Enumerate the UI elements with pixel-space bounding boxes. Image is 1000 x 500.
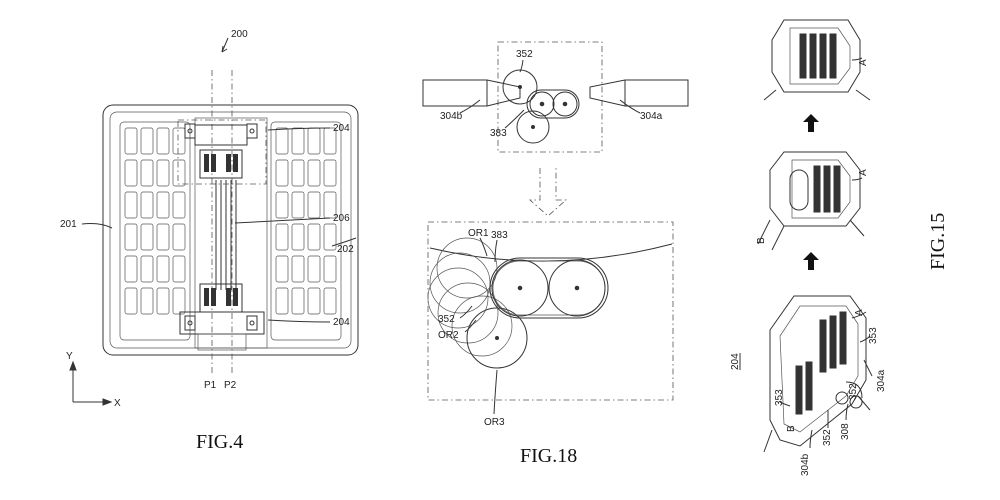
fig18-top-left-arm [422, 79, 521, 107]
fig18-ref-304b: 304b [440, 111, 463, 122]
fig4-axis-x-label: X [114, 398, 121, 409]
fig18-top-circle-352 [502, 69, 538, 105]
fig18-bottom-dashed-box [427, 221, 674, 401]
fig15-ref-a-bottom: A [854, 309, 865, 316]
fig18-bottom-roller-pair [489, 257, 609, 340]
fig4-ref-201: 201 [60, 219, 77, 230]
fig4-drawing [69, 37, 359, 406]
fig15-ref-308: 308 [840, 423, 851, 440]
fig4-axis-indicator [69, 360, 113, 406]
fig15-arrow-bottom [803, 252, 819, 270]
fig4-ref-200: 200 [231, 29, 248, 40]
fig15-drawing [757, 19, 873, 453]
fig4-axis-y-label: Y [66, 351, 73, 362]
fig18-ref-352-top: 352 [516, 49, 533, 60]
fig15-leader-lines [779, 311, 873, 449]
fig4-ref-p1: P1 [204, 380, 217, 391]
fig15-ref-353-right: 353 [868, 327, 879, 344]
fig15-ref-352-right: 352 [848, 383, 859, 400]
fig18-ref-304a: 304a [640, 111, 663, 122]
fig4-leader-lines [81, 37, 357, 323]
fig15-ref-a-top: A [858, 59, 869, 66]
fig18-caption: FIG.18 [520, 445, 577, 467]
fig18-leader-lines [459, 59, 641, 415]
fig18-top-circle-lower [516, 110, 550, 144]
fig18-ref-or2: OR2 [438, 330, 459, 341]
fig15-top-unit [763, 19, 871, 101]
fig18-top-roller-pair [518, 85, 580, 129]
fig15-ref-352-bottom: 352 [822, 429, 833, 446]
fig15-ref-a-mid: A [858, 169, 869, 176]
fig15-ref-353-left: 353 [774, 389, 785, 406]
fig15-ref-b-bottom: B [786, 425, 797, 432]
fig18-orbit-circles [427, 237, 528, 369]
fig18-ref-or1: OR1 [468, 228, 489, 239]
fig15-ref-b-mid: B [756, 237, 767, 244]
fig4-right-cell-grid [270, 121, 342, 341]
fig4-bottom-head [179, 283, 265, 351]
fig18-top-dashed-box [497, 41, 603, 153]
fig18-ref-352-bottom: 352 [438, 314, 455, 325]
fig18-top-right-arm [589, 79, 689, 107]
fig4-ref-204-bottom: 204 [333, 317, 350, 328]
fig4-outer-frame [102, 104, 359, 356]
fig4-ref-p2: P2 [224, 380, 237, 391]
fig18-ref-383-bottom: 383 [491, 230, 508, 241]
fig4-ref-202: 202 [337, 244, 354, 255]
fig18-ref-383-top: 383 [490, 128, 507, 139]
fig15-arrow-top [803, 114, 819, 132]
fig18-ref-or3: OR3 [484, 417, 505, 428]
fig4-left-cell-grid [119, 121, 191, 341]
fig15-ref-204: 204 [730, 353, 741, 370]
fig4-ref-204-top: 204 [333, 123, 350, 134]
fig15-ref-304a: 304a [876, 369, 887, 392]
fig15-middle-unit [757, 151, 865, 251]
fig18-bottom-guide-curve [429, 243, 673, 262]
fig4-top-head [177, 119, 267, 185]
fig4-ref-206: 206 [333, 213, 350, 224]
fig15-bottom-unit [763, 295, 871, 453]
fig18-drawing [422, 41, 689, 415]
fig4-caption: FIG.4 [196, 431, 243, 453]
fig15-ref-304b: 304b [800, 453, 811, 476]
fig18-hollow-arrow [528, 168, 568, 217]
fig15-caption: FIG.15 [927, 213, 949, 270]
fig4-center-rail [194, 70, 268, 375]
